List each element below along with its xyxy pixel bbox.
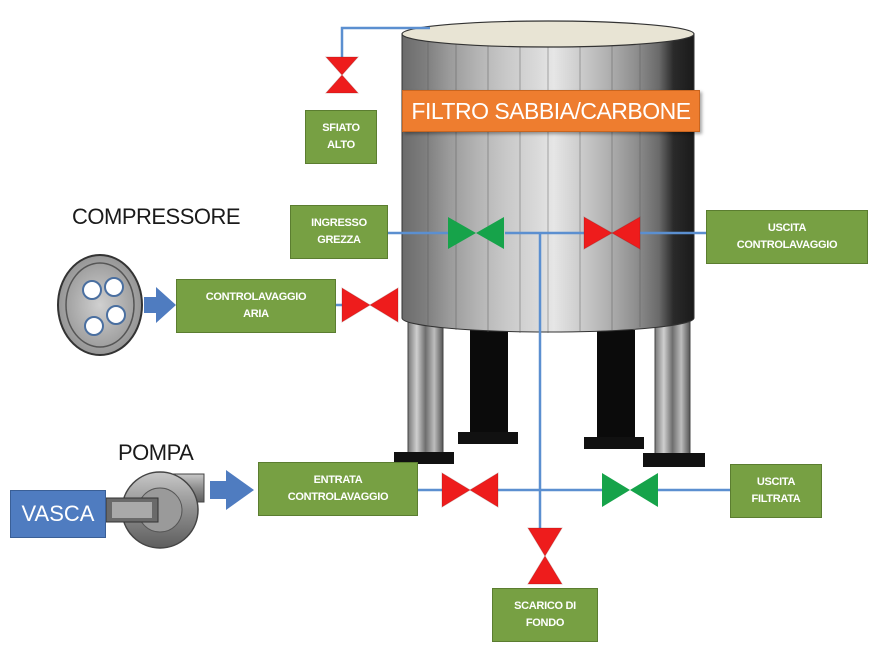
valves xyxy=(324,56,658,585)
label-sfiato-alto-line2: ALTO xyxy=(327,139,355,151)
pump xyxy=(105,470,254,549)
valve-sfiato-alto-half-a xyxy=(324,56,360,76)
valve-controlavaggio-aria-half-b xyxy=(369,287,399,323)
label-uscita-filtrata-line2: FILTRATA xyxy=(751,493,801,505)
leg-mid-right-foot xyxy=(584,437,644,449)
compressor-body xyxy=(57,254,143,356)
label-sfiato-alto-line1: SFIATO xyxy=(322,122,360,134)
leg-mid-left xyxy=(470,330,508,435)
label-uscita-filtrata-line1: USCITA xyxy=(756,476,796,488)
filter-tank xyxy=(401,20,695,333)
leg-right xyxy=(654,321,691,458)
pipe-vent xyxy=(340,26,430,60)
label-uscita-controlavaggio-line2: CONTROLAVAGGIO xyxy=(736,239,838,251)
label-scarico-di-fondo-line1: SCARICO DI xyxy=(514,600,576,612)
valve-sfiato-alto-half-b xyxy=(324,74,360,94)
valve-uscita-filtrata xyxy=(602,473,658,507)
leg-left xyxy=(407,321,444,458)
label-sfiato-alto: SFIATO ALTO xyxy=(305,110,377,164)
label-entrata-controlavaggio: ENTRATA CONTROLAVAGGIO xyxy=(258,462,418,516)
compressor-arrow xyxy=(144,287,176,323)
leg-mid-right xyxy=(597,330,635,440)
label-ingresso-grezza-line1: INGRESSO xyxy=(311,217,367,229)
valve-uscita-controlavaggio-half-a xyxy=(583,216,614,250)
label-uscita-controlavaggio: USCITA CONTROLAVAGGIO xyxy=(706,210,868,264)
valve-controlavaggio-aria-half-a xyxy=(341,287,371,323)
label-uscita-controlavaggio-line1: USCITA xyxy=(767,222,807,234)
valve-ingresso-grezza-half-a xyxy=(448,217,476,249)
valve-scarico-di-fondo-half-b xyxy=(527,555,563,585)
valve-uscita-filtrata-half-b xyxy=(630,473,658,507)
compressor-label: COMPRESSORE xyxy=(72,204,241,229)
label-ingresso-grezza: INGRESSO GREZZA xyxy=(290,205,388,259)
label-ingresso-grezza-line2: GREZZA xyxy=(317,234,361,246)
valve-entrata-controlavaggio-half-a xyxy=(441,472,471,508)
leg-right-foot xyxy=(643,453,705,467)
label-controlavaggio-aria-line2: ARIA xyxy=(243,308,269,320)
valve-entrata-controlavaggio xyxy=(441,472,499,508)
valve-controlavaggio-aria xyxy=(341,287,399,323)
label-entrata-controlavaggio-line2: CONTROLAVAGGIO xyxy=(287,491,389,503)
label-scarico-di-fondo: SCARICO DI FONDO xyxy=(492,588,598,642)
valve-ingresso-grezza xyxy=(448,217,504,249)
leg-mid-left-foot xyxy=(458,432,518,444)
label-controlavaggio-aria: CONTROLAVAGGIO ARIA xyxy=(176,279,336,333)
valve-scarico-di-fondo xyxy=(527,527,563,585)
filter-title: FILTRO SABBIA/CARBONE xyxy=(402,90,700,132)
tank-top-lid xyxy=(401,20,695,48)
pipes xyxy=(318,26,730,530)
valve-uscita-controlavaggio xyxy=(583,216,641,250)
valve-sfiato-alto xyxy=(324,56,360,94)
label-scarico-di-fondo-line2: FONDO xyxy=(525,617,565,629)
pump-label: POMPA xyxy=(118,440,194,465)
compressor xyxy=(57,254,176,356)
label-controlavaggio-aria-line1: CONTROLAVAGGIO xyxy=(205,291,307,303)
valve-uscita-filtrata-half-a xyxy=(602,473,630,507)
tank-legs xyxy=(394,321,705,467)
valve-ingresso-grezza-half-b xyxy=(476,217,504,249)
tank-vasca-box: VASCA xyxy=(10,490,106,538)
pump-arrow xyxy=(210,470,254,510)
valve-uscita-controlavaggio-half-b xyxy=(610,216,641,250)
valve-scarico-di-fondo-half-a xyxy=(527,527,563,557)
label-entrata-controlavaggio-line1: ENTRATA xyxy=(313,474,363,486)
valve-entrata-controlavaggio-half-b xyxy=(469,472,499,508)
label-uscita-filtrata: USCITA FILTRATA xyxy=(730,464,822,518)
leg-left-foot xyxy=(394,452,454,464)
